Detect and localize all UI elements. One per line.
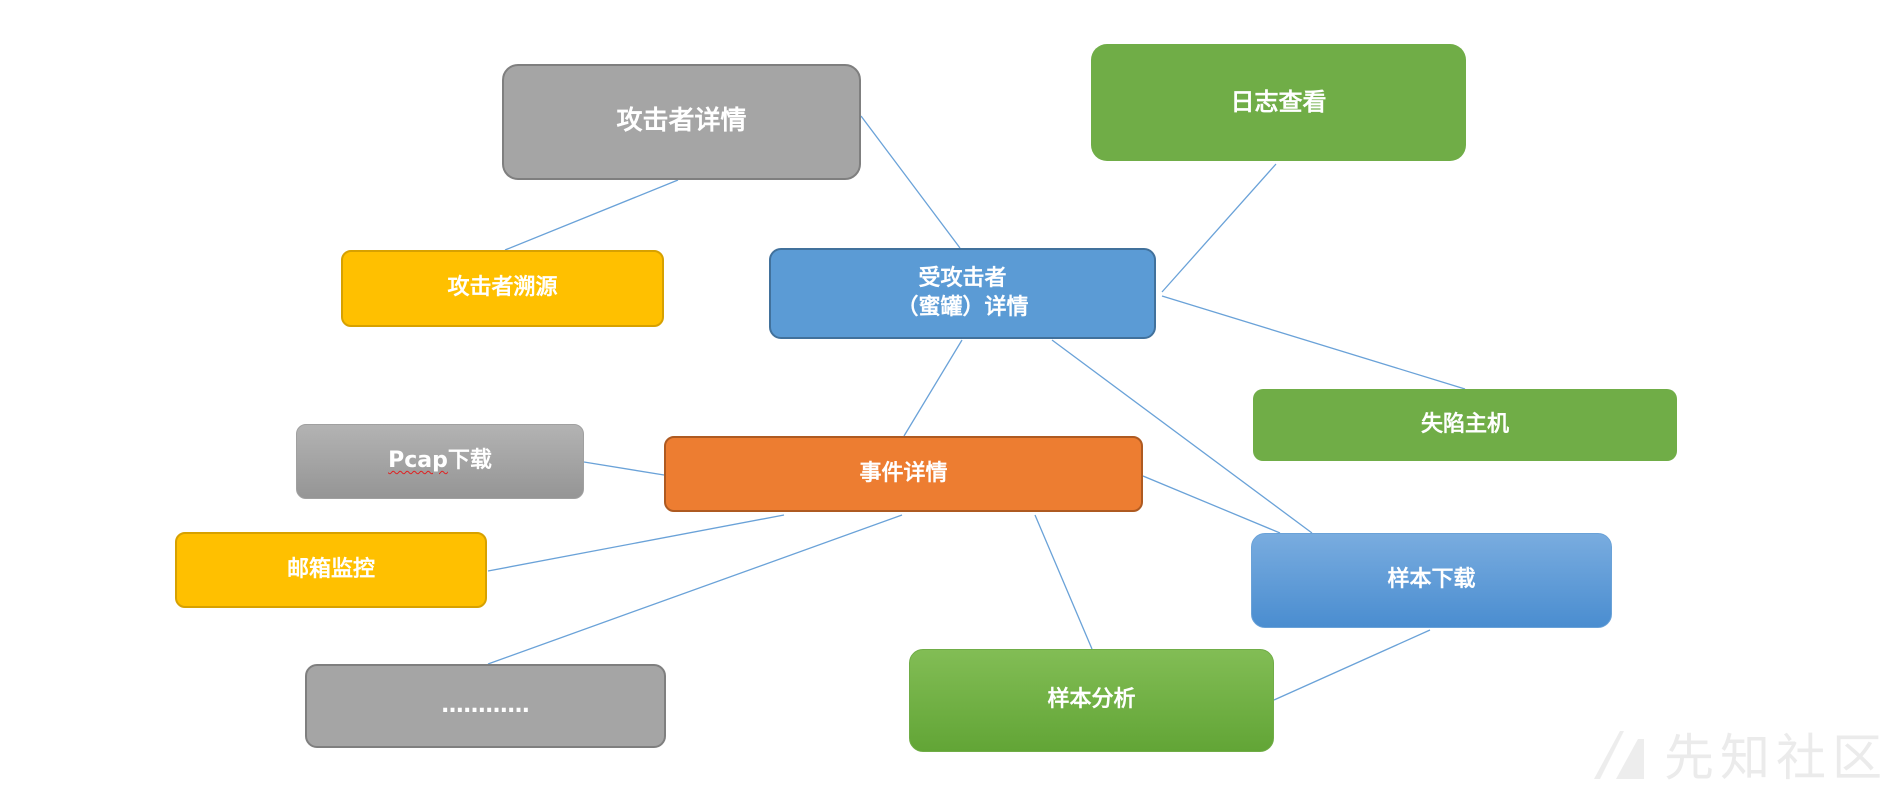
node-event-detail-label: 事件详情	[859, 460, 948, 486]
watermark: 先知社区	[1590, 718, 1888, 790]
watermark-logo-icon	[1594, 731, 1644, 779]
link-event-detail-to-pcap-download	[583, 461, 665, 476]
node-compromised-host: 失陷主机	[1253, 389, 1677, 461]
link-victim-detail-to-event-detail	[903, 339, 963, 437]
node-attacker-trace-label: 攻击者溯源	[447, 275, 558, 301]
node-sample-download: 样本下载	[1251, 533, 1612, 628]
node-event-detail: 事件详情	[664, 436, 1143, 512]
pcap-spellcheck-word: Pcap	[388, 448, 448, 474]
node-mailbox-monitor: 邮箱监控	[175, 532, 487, 608]
link-event-detail-to-sample-download	[1142, 475, 1281, 534]
link-event-detail-to-sample-analysis	[1034, 514, 1093, 650]
node-log-view-label: 日志查看	[1230, 87, 1327, 116]
node-victim-detail: 受攻击者 （蜜罐）详情	[769, 248, 1156, 339]
node-sample-analysis-label: 样本分析	[1047, 687, 1136, 713]
link-victim-detail-to-compromised-host	[1161, 295, 1466, 390]
node-compromised-host-label: 失陷主机	[1420, 411, 1509, 437]
node-mailbox-monitor-label: 邮箱监控	[286, 556, 375, 582]
node-attacker-detail: 攻击者详情	[502, 64, 861, 180]
link-attacker-detail-to-attacker-trace	[504, 179, 679, 251]
link-event-detail-to-more	[487, 514, 903, 665]
node-pcap-download-label: Pcap下载	[388, 447, 492, 476]
node-more: …………	[305, 664, 666, 748]
node-sample-analysis: 样本分析	[909, 649, 1274, 752]
node-pcap-download: Pcap下载	[296, 424, 584, 499]
pcap-download-suffix: 下载	[447, 448, 492, 474]
link-victim-detail-to-log-view	[1161, 163, 1277, 293]
watermark-text: 先知社区	[1664, 729, 1888, 787]
node-attacker-detail-label: 攻击者详情	[616, 106, 747, 137]
link-attacker-detail-to-victim-detail	[860, 115, 961, 249]
link-sample-analysis-to-sample-download	[1273, 629, 1431, 701]
link-event-detail-to-mailbox-monitor	[487, 514, 785, 572]
node-sample-download-label: 样本下载	[1387, 567, 1476, 593]
node-victim-detail-label: 受攻击者 （蜜罐）详情	[896, 265, 1029, 320]
node-more-label: …………	[441, 692, 530, 718]
link-victim-detail-to-sample-download	[1051, 339, 1313, 534]
node-log-view: 日志查看	[1091, 44, 1466, 161]
node-attacker-trace: 攻击者溯源	[341, 250, 664, 327]
